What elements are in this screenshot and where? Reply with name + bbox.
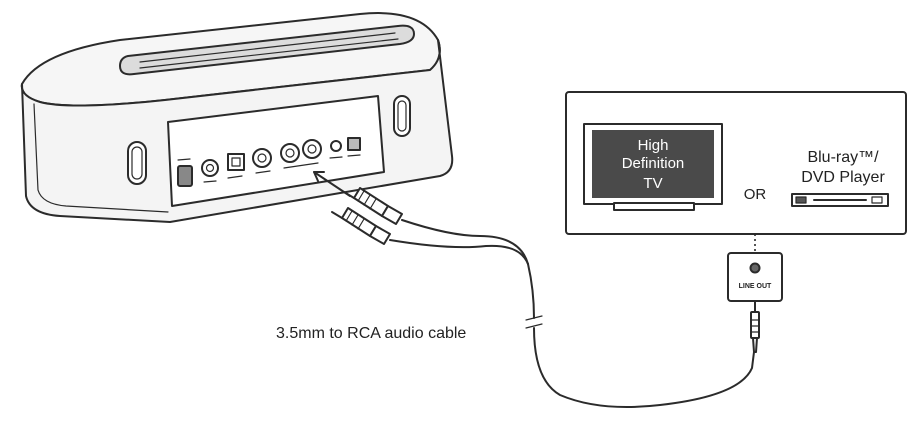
cable-main-top: [527, 263, 535, 319]
cable-main-bottom: [533, 327, 755, 409]
mini-jack-body: [750, 311, 760, 339]
line-out-label: LINE OUT: [739, 283, 772, 290]
optical-port: [227, 153, 245, 171]
speaker-left-handle-inner: [131, 146, 143, 180]
player-display: [795, 196, 807, 204]
or-label: OR: [744, 186, 767, 203]
optical-port-inner: [231, 157, 241, 167]
tv-screen: [592, 130, 714, 198]
tv-screen-line2: Definition: [622, 155, 685, 172]
grille-line: [139, 32, 396, 63]
tv: High Definition TV: [583, 123, 723, 211]
player: Blu-ray™/ DVD Player: [791, 149, 889, 207]
grille-line: [139, 38, 399, 69]
rca-plug-lower: [331, 207, 391, 245]
source-box: High Definition TV OR Blu-ray™/ DVD Play…: [565, 91, 907, 235]
svideo-port: [201, 159, 219, 177]
tv-stand: [613, 202, 695, 211]
rca-right-port: [302, 139, 322, 159]
insert-arrow-head: [313, 171, 325, 182]
player-label-line1: Blu-ray™/: [807, 149, 879, 166]
dc-in-port: [177, 165, 193, 187]
rca-plugs: [331, 187, 403, 245]
rca-plug-upper: [343, 187, 403, 225]
port-captions: [177, 154, 361, 183]
cable-break-mark: [525, 315, 543, 329]
line-out-box: [727, 252, 783, 302]
tv-screen-line3: TV: [643, 175, 662, 192]
tv-screen-line1: High: [638, 137, 669, 154]
speaker-edge: [33, 103, 169, 213]
speaker: [20, 12, 454, 223]
cable-label: 3.5mm to RCA audio cable: [276, 325, 466, 342]
line-out-jack: LINE OUT: [727, 252, 783, 302]
mini-jack-plug: [750, 301, 760, 353]
coaxial-port: [252, 148, 272, 168]
svideo-port-center: [205, 163, 215, 173]
rca-left-port: [280, 143, 300, 163]
cable-lead-upper: [401, 219, 529, 265]
speaker-left-handle: [127, 141, 147, 185]
speaker-right-handle: [393, 95, 411, 137]
speaker-right-handle-inner: [397, 100, 407, 132]
mini-jack-strain: [752, 337, 758, 353]
line-out-socket: [749, 262, 761, 274]
usb-port: [347, 137, 361, 151]
rear-panel: [167, 95, 385, 207]
rear-ports: [177, 137, 361, 187]
audio-cable: [389, 219, 755, 409]
rca-left-port-center: [285, 148, 295, 158]
player-button: [871, 196, 883, 204]
line-in-port: [330, 140, 342, 152]
player-label-line2: DVD Player: [801, 169, 885, 186]
cable-lead-lower: [389, 239, 529, 265]
rca-right-port-center: [307, 144, 317, 154]
coaxial-port-center: [257, 153, 267, 163]
